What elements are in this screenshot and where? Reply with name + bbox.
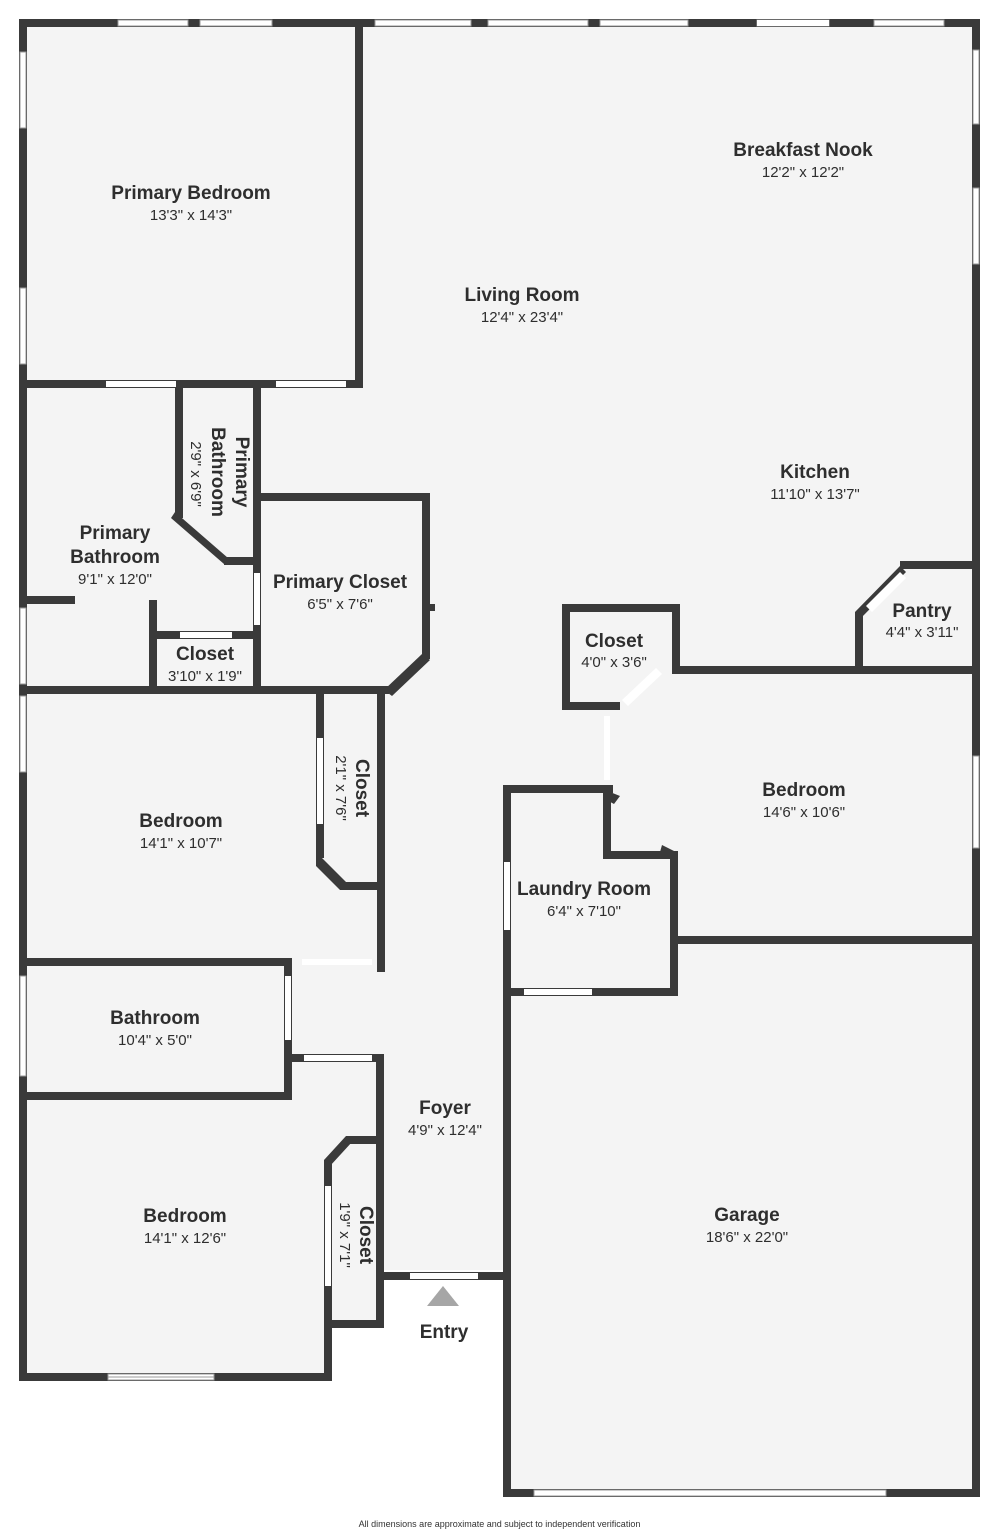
room-bedroom-left-upper: Bedroom 14'1" x 10'7"	[139, 811, 222, 852]
room-name: Primary Closet	[273, 572, 408, 593]
room-dimensions: 3'10" x 1'9"	[168, 668, 242, 685]
room-name: Bedroom	[143, 1206, 226, 1227]
room-dimensions: 6'4" x 7'10"	[547, 903, 621, 920]
room-dimensions: 14'1" x 12'6"	[144, 1230, 226, 1247]
room-name: Kitchen	[780, 462, 850, 483]
room-name: Pantry	[892, 601, 952, 622]
room-name: Garage	[714, 1205, 779, 1226]
window	[19, 287, 27, 365]
window	[117, 19, 189, 27]
room-bedroom-right: Bedroom 14'6" x 10'6"	[762, 780, 845, 821]
window	[972, 187, 980, 265]
room-dimensions: 1'9" x 7'1"	[336, 1202, 353, 1268]
window	[599, 19, 689, 27]
room-name: Primary Bedroom	[111, 183, 270, 204]
room-name: Breakfast Nook	[733, 140, 873, 161]
room-dimensions: 4'4" x 3'11"	[886, 624, 959, 641]
room-dimensions: 12'2" x 12'2"	[762, 164, 844, 181]
room-dimensions: 4'0" x 3'6"	[581, 654, 647, 671]
room-name: Laundry Room	[517, 879, 651, 900]
window	[19, 975, 27, 1077]
window	[972, 49, 980, 125]
room-dimensions: 18'6" x 22'0"	[706, 1229, 788, 1246]
room-pantry: Pantry 4'4" x 3'11"	[886, 601, 959, 641]
room-living-room: Living Room 12'4" x 23'4"	[464, 285, 579, 326]
room-name-line1: Primary	[231, 437, 252, 508]
room-foyer: Foyer 4'9" x 12'4"	[408, 1098, 482, 1139]
room-name: Bedroom	[139, 811, 222, 832]
room-dimensions: 2'1" x 7'6"	[332, 755, 349, 821]
room-closet-primary-bath: Closet 3'10" x 1'9"	[168, 644, 242, 685]
room-bathroom: Bathroom 10'4" x 5'0"	[110, 1008, 200, 1049]
window	[19, 695, 27, 773]
window	[374, 19, 472, 27]
window	[533, 1489, 887, 1497]
room-dimensions: 11'10" x 13'7"	[770, 486, 860, 503]
room-breakfast-nook: Breakfast Nook 12'2" x 12'2"	[733, 140, 873, 181]
room-name-line1: Primary	[80, 523, 151, 544]
room-closet-left-upper: Closet 2'1" x 7'6"	[332, 755, 372, 821]
room-dimensions: 4'9" x 12'4"	[408, 1122, 482, 1139]
room-name: Closet	[355, 1206, 376, 1265]
room-name-line2: Bathroom	[70, 547, 160, 568]
floor-fill	[26, 26, 974, 1490]
room-name: Bathroom	[110, 1008, 200, 1029]
room-garage: Garage 18'6" x 22'0"	[706, 1205, 788, 1246]
entry-label: Entry	[420, 1322, 469, 1343]
window	[972, 755, 980, 849]
room-dimensions: 9'1" x 12'0"	[78, 571, 152, 588]
room-kitchen: Kitchen 11'10" x 13'7"	[770, 462, 860, 503]
room-name: Living Room	[464, 285, 579, 306]
room-closet-left-lower: Closet 1'9" x 7'1"	[336, 1202, 376, 1268]
door-openings	[106, 20, 906, 1286]
entry-marker: Entry	[420, 1286, 469, 1343]
room-name: Foyer	[419, 1098, 471, 1119]
room-bedroom-left-lower: Bedroom 14'1" x 12'6"	[143, 1206, 226, 1247]
room-laundry-room: Laundry Room 6'4" x 7'10"	[517, 879, 651, 920]
room-dimensions: 6'5" x 7'6"	[307, 596, 373, 613]
window	[487, 19, 589, 27]
room-primary-bedroom: Primary Bedroom 13'3" x 14'3"	[111, 183, 270, 224]
room-closet-kitchen: Closet 4'0" x 3'6"	[581, 631, 647, 671]
room-dimensions: 13'3" x 14'3"	[150, 207, 232, 224]
room-primary-bathroom-small: Primary Bathroom 2'9" x 6'9"	[187, 427, 252, 517]
room-dimensions: 12'4" x 23'4"	[481, 309, 563, 326]
window	[199, 19, 273, 27]
room-dimensions: 14'6" x 10'6"	[763, 804, 845, 821]
room-name: Bedroom	[762, 780, 845, 801]
entry-arrow-icon	[427, 1286, 459, 1306]
room-primary-closet: Primary Closet 6'5" x 7'6"	[273, 572, 408, 613]
room-primary-bathroom: Primary Bathroom 9'1" x 12'0"	[70, 523, 160, 588]
window	[873, 19, 945, 27]
room-dimensions: 14'1" x 10'7"	[140, 835, 222, 852]
room-name-line2: Bathroom	[207, 427, 228, 517]
disclaimer: All dimensions are approximate and subje…	[358, 1519, 641, 1529]
window	[19, 607, 27, 685]
room-dimensions: 10'4" x 5'0"	[118, 1032, 192, 1049]
room-name: Closet	[585, 631, 644, 652]
room-name: Closet	[351, 759, 372, 818]
window	[19, 51, 27, 129]
room-dimensions: 2'9" x 6'9"	[187, 441, 204, 507]
room-name: Closet	[176, 644, 235, 665]
